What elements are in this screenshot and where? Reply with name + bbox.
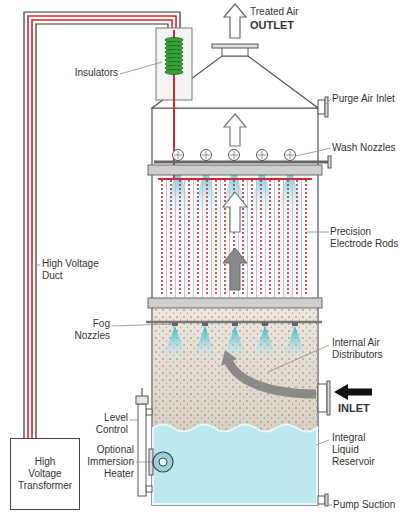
inlet-nozzle (318, 384, 327, 412)
level-switch (136, 396, 148, 404)
part-label: High Voltage Duct (42, 258, 106, 282)
nozzle-cross (174, 151, 294, 159)
leader-lines (36, 62, 332, 505)
hv-conductor (32, 20, 172, 438)
node-text: High Voltage Transformer (17, 456, 73, 492)
inlet-arrow (334, 384, 372, 400)
wash-nozzle-heads (173, 150, 296, 161)
flow-arrow (223, 192, 247, 232)
leader-line (268, 345, 329, 372)
leader-line (136, 462, 152, 463)
part-label: Integral Liquid Reservoir (332, 432, 382, 468)
spray-cone (254, 326, 276, 356)
level-connector (146, 409, 152, 415)
part-label: Insulators (60, 67, 118, 79)
collector-tubes (167, 180, 302, 297)
outlet-flange (212, 44, 258, 48)
part-label: Level Control (86, 412, 128, 436)
insulator-stack (165, 38, 183, 75)
leader-line (296, 148, 331, 156)
section-flange (148, 165, 322, 175)
part-label: Optional Immersion Heater (80, 444, 134, 480)
transformer-box: High Voltage Transformer (10, 438, 80, 510)
purge-nozzle (318, 100, 325, 114)
part-label: Fog Nozzles (68, 318, 110, 342)
leader-line (328, 505, 332, 506)
part-label: Precision Electrode Rods (330, 226, 400, 250)
leader-line (307, 232, 329, 233)
duct-wall (36, 24, 168, 438)
outlet-arrow (224, 4, 246, 38)
nozzle-flange (325, 494, 328, 506)
fog-nozzle (172, 322, 298, 326)
distributor-arrow (229, 362, 316, 394)
nozzle-flange (325, 97, 328, 117)
leader-line (36, 265, 40, 266)
level-connector (146, 486, 152, 492)
part-label: Pump Suction (333, 499, 400, 511)
part-label: Treated Air (250, 6, 330, 18)
level-pipe (138, 404, 146, 496)
electrode-rods (162, 180, 306, 296)
flow-label: OUTLET (250, 19, 330, 31)
section-flange (148, 298, 322, 308)
spray-cone (164, 326, 186, 356)
insulator-disc (165, 70, 183, 75)
leader-line (326, 99, 331, 104)
part-label: Wash Nozzles (332, 142, 400, 154)
leader-line (130, 420, 138, 421)
leader-line (112, 324, 172, 326)
spray-cone (194, 326, 216, 356)
flow-arrow (224, 114, 246, 146)
leader-line (316, 440, 329, 445)
heater-core (159, 458, 167, 466)
flow-arrow (223, 248, 247, 290)
mist-zone (153, 309, 317, 434)
part-label: Internal Air Distributors (332, 337, 394, 361)
wash-header (154, 161, 328, 164)
nozzle-flange (328, 156, 331, 168)
flow-label: INLET (338, 402, 388, 414)
pump-suction-nozzle (318, 496, 325, 504)
leader-line (120, 62, 162, 74)
mist-droplets (153, 309, 317, 434)
immersion-heater (153, 452, 173, 472)
nozzle-flange (327, 381, 330, 415)
distributor-arrowhead (221, 350, 237, 366)
spray-cone (224, 326, 246, 356)
fog-sprays (164, 326, 306, 356)
electrode-frame (158, 178, 312, 180)
level-stem (141, 388, 142, 396)
liquid-reservoir (153, 425, 317, 505)
part-label: Purge Air Inlet (332, 93, 400, 105)
spray-cone (284, 326, 306, 356)
